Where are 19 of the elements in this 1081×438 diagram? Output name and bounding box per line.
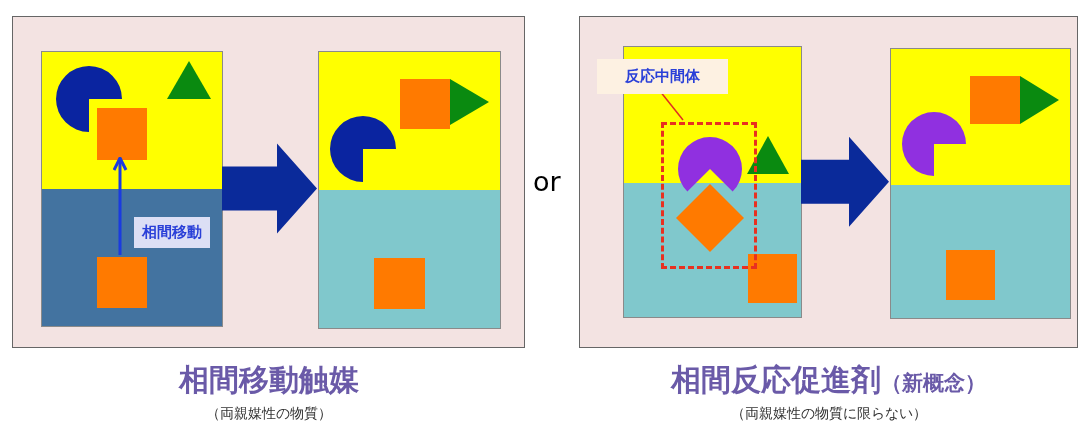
panel-subtitle: （両親媒性の物質に限らない） (730, 403, 927, 423)
leader-line (660, 92, 684, 121)
square-shape (97, 108, 147, 160)
dashed-frame (661, 122, 757, 269)
panel-title-note: （新概念） (881, 370, 986, 397)
square-shape (97, 257, 147, 308)
phase-container (318, 51, 501, 329)
block-arrow (222, 143, 317, 234)
panel-title: 相間反応促進剤 (671, 361, 881, 399)
phase-container (623, 46, 802, 318)
block-arrow (801, 136, 889, 227)
panel-subtitle: （両親媒性の物質） (205, 403, 332, 423)
connector-word: or (533, 168, 561, 195)
panel-title: 相間移動触媒 (178, 361, 359, 399)
edge-label: 相間移動 (134, 217, 210, 248)
phase-container (890, 48, 1071, 319)
phase-container (41, 51, 223, 327)
callout-label: 反応中間体 (597, 59, 728, 94)
arrow (112, 156, 128, 255)
